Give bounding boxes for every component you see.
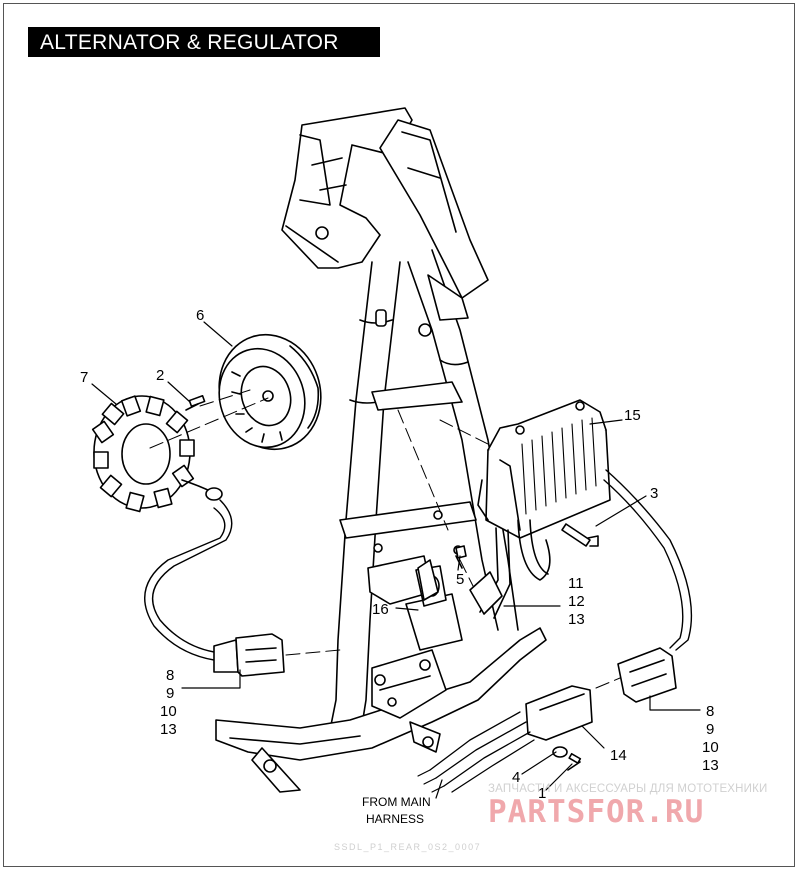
callout-2: 2 (156, 367, 164, 384)
regulator-connector (617, 647, 677, 703)
page-frame (3, 3, 795, 867)
page-title: ALTERNATOR & REGULATOR (40, 31, 339, 54)
callout-10-right: 10 (702, 739, 719, 756)
stator-bolt (185, 394, 206, 411)
leader-lines (91, 321, 701, 799)
callout-13-right: 13 (702, 757, 719, 774)
stator-wiring (144, 499, 233, 661)
title-bar: ALTERNATOR & REGULATOR (28, 27, 380, 57)
callout-8-left: 8 (166, 667, 174, 684)
callout-7: 7 (80, 369, 88, 386)
callout-6: 6 (196, 307, 204, 324)
motorcycle-frame (215, 107, 547, 793)
washer-and-screw (552, 746, 582, 771)
callout-5: 5 (456, 571, 464, 588)
watermark-brand: PARTSFOR.RU (488, 794, 704, 830)
callout-3: 3 (650, 485, 658, 502)
callout-13-left: 13 (160, 721, 177, 738)
callout-13-regulator: 13 (568, 611, 585, 628)
callout-15: 15 (624, 407, 641, 424)
callout-9-right: 9 (706, 721, 714, 738)
watermark: ЗАПЧАСТИ И АКСЕССУАРЫ ДЛЯ МОТОТЕХНИКИ PA… (334, 783, 768, 852)
callout-8-right: 8 (706, 703, 714, 720)
stator (91, 395, 223, 513)
stator-connector (213, 633, 285, 677)
callout-12: 12 (568, 593, 585, 610)
harness-note-line1: FROM MAIN (362, 795, 431, 809)
callout-labels: 6 7 2 15 3 5 11 12 13 16 8 9 10 13 8 9 1… (80, 307, 719, 826)
regulator-nut (455, 545, 467, 559)
watermark-tagline: ЗАПЧАСТИ И АКСЕССУАРЫ ДЛЯ МОТОТЕХНИКИ (488, 783, 768, 795)
rotor (218, 333, 322, 451)
callout-14: 14 (610, 747, 627, 764)
callout-11: 11 (568, 575, 584, 592)
harness-clip (417, 559, 439, 601)
harness-note-line2: HARNESS (366, 812, 424, 826)
callout-1: 1 (538, 785, 546, 802)
callout-10-left: 10 (160, 703, 177, 720)
regulator-cable (603, 469, 693, 651)
regulator-bolt (561, 523, 599, 547)
main-harness-connector (417, 685, 593, 793)
voltage-regulator (477, 399, 611, 539)
callout-4: 4 (512, 769, 520, 786)
watermark-code: SSDL_P1_REAR_0S2_0007 (334, 842, 481, 852)
assembly-centerlines (149, 389, 621, 689)
callout-9-left: 9 (166, 685, 174, 702)
callout-16: 16 (372, 601, 389, 618)
